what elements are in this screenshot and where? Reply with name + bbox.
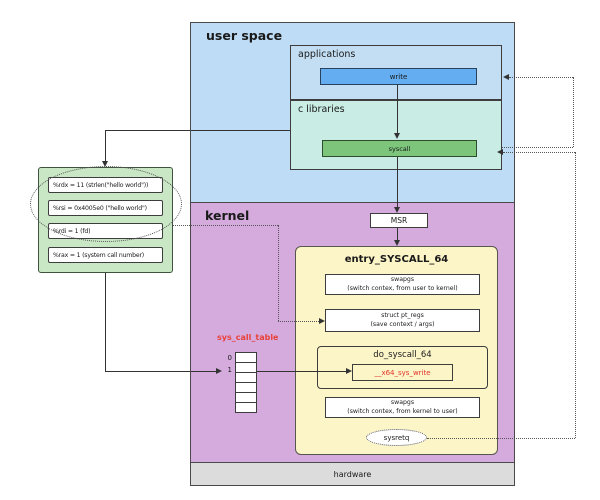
pt-regs-line2: (save context / args) [370, 320, 435, 328]
write-node-label: write [389, 72, 408, 81]
kernel-label: kernel [205, 208, 250, 223]
line-write-to-syscall [397, 85, 398, 133]
table-index-0: 0 [227, 354, 232, 362]
arrowhead-right-icon [319, 317, 325, 324]
register-rax: %rax = 1 (system call number) [48, 247, 163, 263]
register-rsi: %rsi = 0x4005e0 ("hello world") [48, 200, 163, 216]
line-msr-to-entry [397, 228, 398, 240]
msr-node: MSR [370, 213, 428, 228]
arrowhead-right-icon [216, 367, 222, 374]
do-syscall-64-box [317, 346, 488, 389]
pt-regs-box: struct pt_regs (save context / args) [325, 309, 480, 332]
arrowhead-left-icon [503, 73, 509, 80]
swapgs-enter-line2: (switch contex, from user to kernel) [347, 284, 458, 292]
dotted-regs-to-ptregs-h1 [173, 225, 278, 226]
syscall-node-label: syscall [388, 144, 411, 153]
swapgs-enter-box: swapgs (switch contex, from user to kern… [325, 274, 480, 295]
arrowhead-down-icon [394, 207, 400, 213]
line-clib-to-registers-v [105, 130, 106, 161]
dotted-sysretq-h1 [427, 438, 575, 439]
user-space-label: user space [206, 28, 283, 43]
table-index-1: 1 [227, 366, 232, 374]
arrowhead-down-icon [394, 240, 400, 246]
dotted-regs-to-ptregs-h2 [278, 321, 319, 322]
register-rdx: %rdx = 11 (strlen("hello world")) [48, 177, 163, 193]
msr-label: MSR [390, 216, 408, 225]
dotted-return-write-h2 [509, 77, 573, 78]
sysretq-node: sysretq [366, 429, 427, 446]
sysretq-label: sysretq [383, 433, 410, 442]
x64-sys-write-label: __x64_sys_write [374, 368, 431, 377]
write-node: write [320, 68, 477, 85]
dotted-return-write-h1 [502, 147, 573, 148]
line-clib-to-registers-h [105, 130, 290, 131]
dotted-sysretq-h2 [503, 152, 575, 153]
line-syscall-to-msr [397, 157, 398, 207]
swapgs-exit-box: swapgs (switch contex, from kernel to us… [325, 397, 480, 418]
dotted-sysretq-v [575, 152, 576, 438]
register-rdi: %rdi = 1 (fd) [48, 223, 163, 239]
arrowhead-right-icon [346, 367, 352, 374]
swapgs-exit-line1: swapgs [390, 399, 415, 407]
hardware-bar: hardware [190, 462, 515, 486]
swapgs-exit-line2: (switch contex, from kernel to user) [347, 407, 458, 415]
line-registers-to-table-h [105, 371, 216, 372]
do-syscall-64-title: do_syscall_64 [373, 350, 432, 360]
sys-call-table-cell [235, 402, 257, 413]
sys-call-table-label: sys_call_table [217, 333, 279, 342]
arrowhead-down-icon [102, 161, 108, 167]
syscall-node: syscall [322, 140, 477, 157]
pt-regs-line1: struct pt_regs [381, 312, 424, 320]
sys-call-table [235, 352, 257, 413]
entry-syscall-64-title: entry_SYSCALL_64 [344, 254, 449, 265]
line-registers-to-table-v [105, 273, 106, 371]
line-table-to-handler [257, 371, 346, 372]
c-libraries-label: c libraries [298, 104, 345, 115]
arrowhead-left-icon [497, 148, 503, 155]
arrowhead-down-icon [394, 133, 400, 139]
swapgs-enter-line1: swapgs [390, 276, 415, 284]
dotted-return-write-v [573, 77, 574, 147]
applications-label: applications [298, 49, 356, 60]
hardware-label: hardware [333, 470, 372, 479]
dotted-regs-to-ptregs-v [278, 225, 279, 321]
x64-sys-write-node: __x64_sys_write [352, 364, 453, 381]
